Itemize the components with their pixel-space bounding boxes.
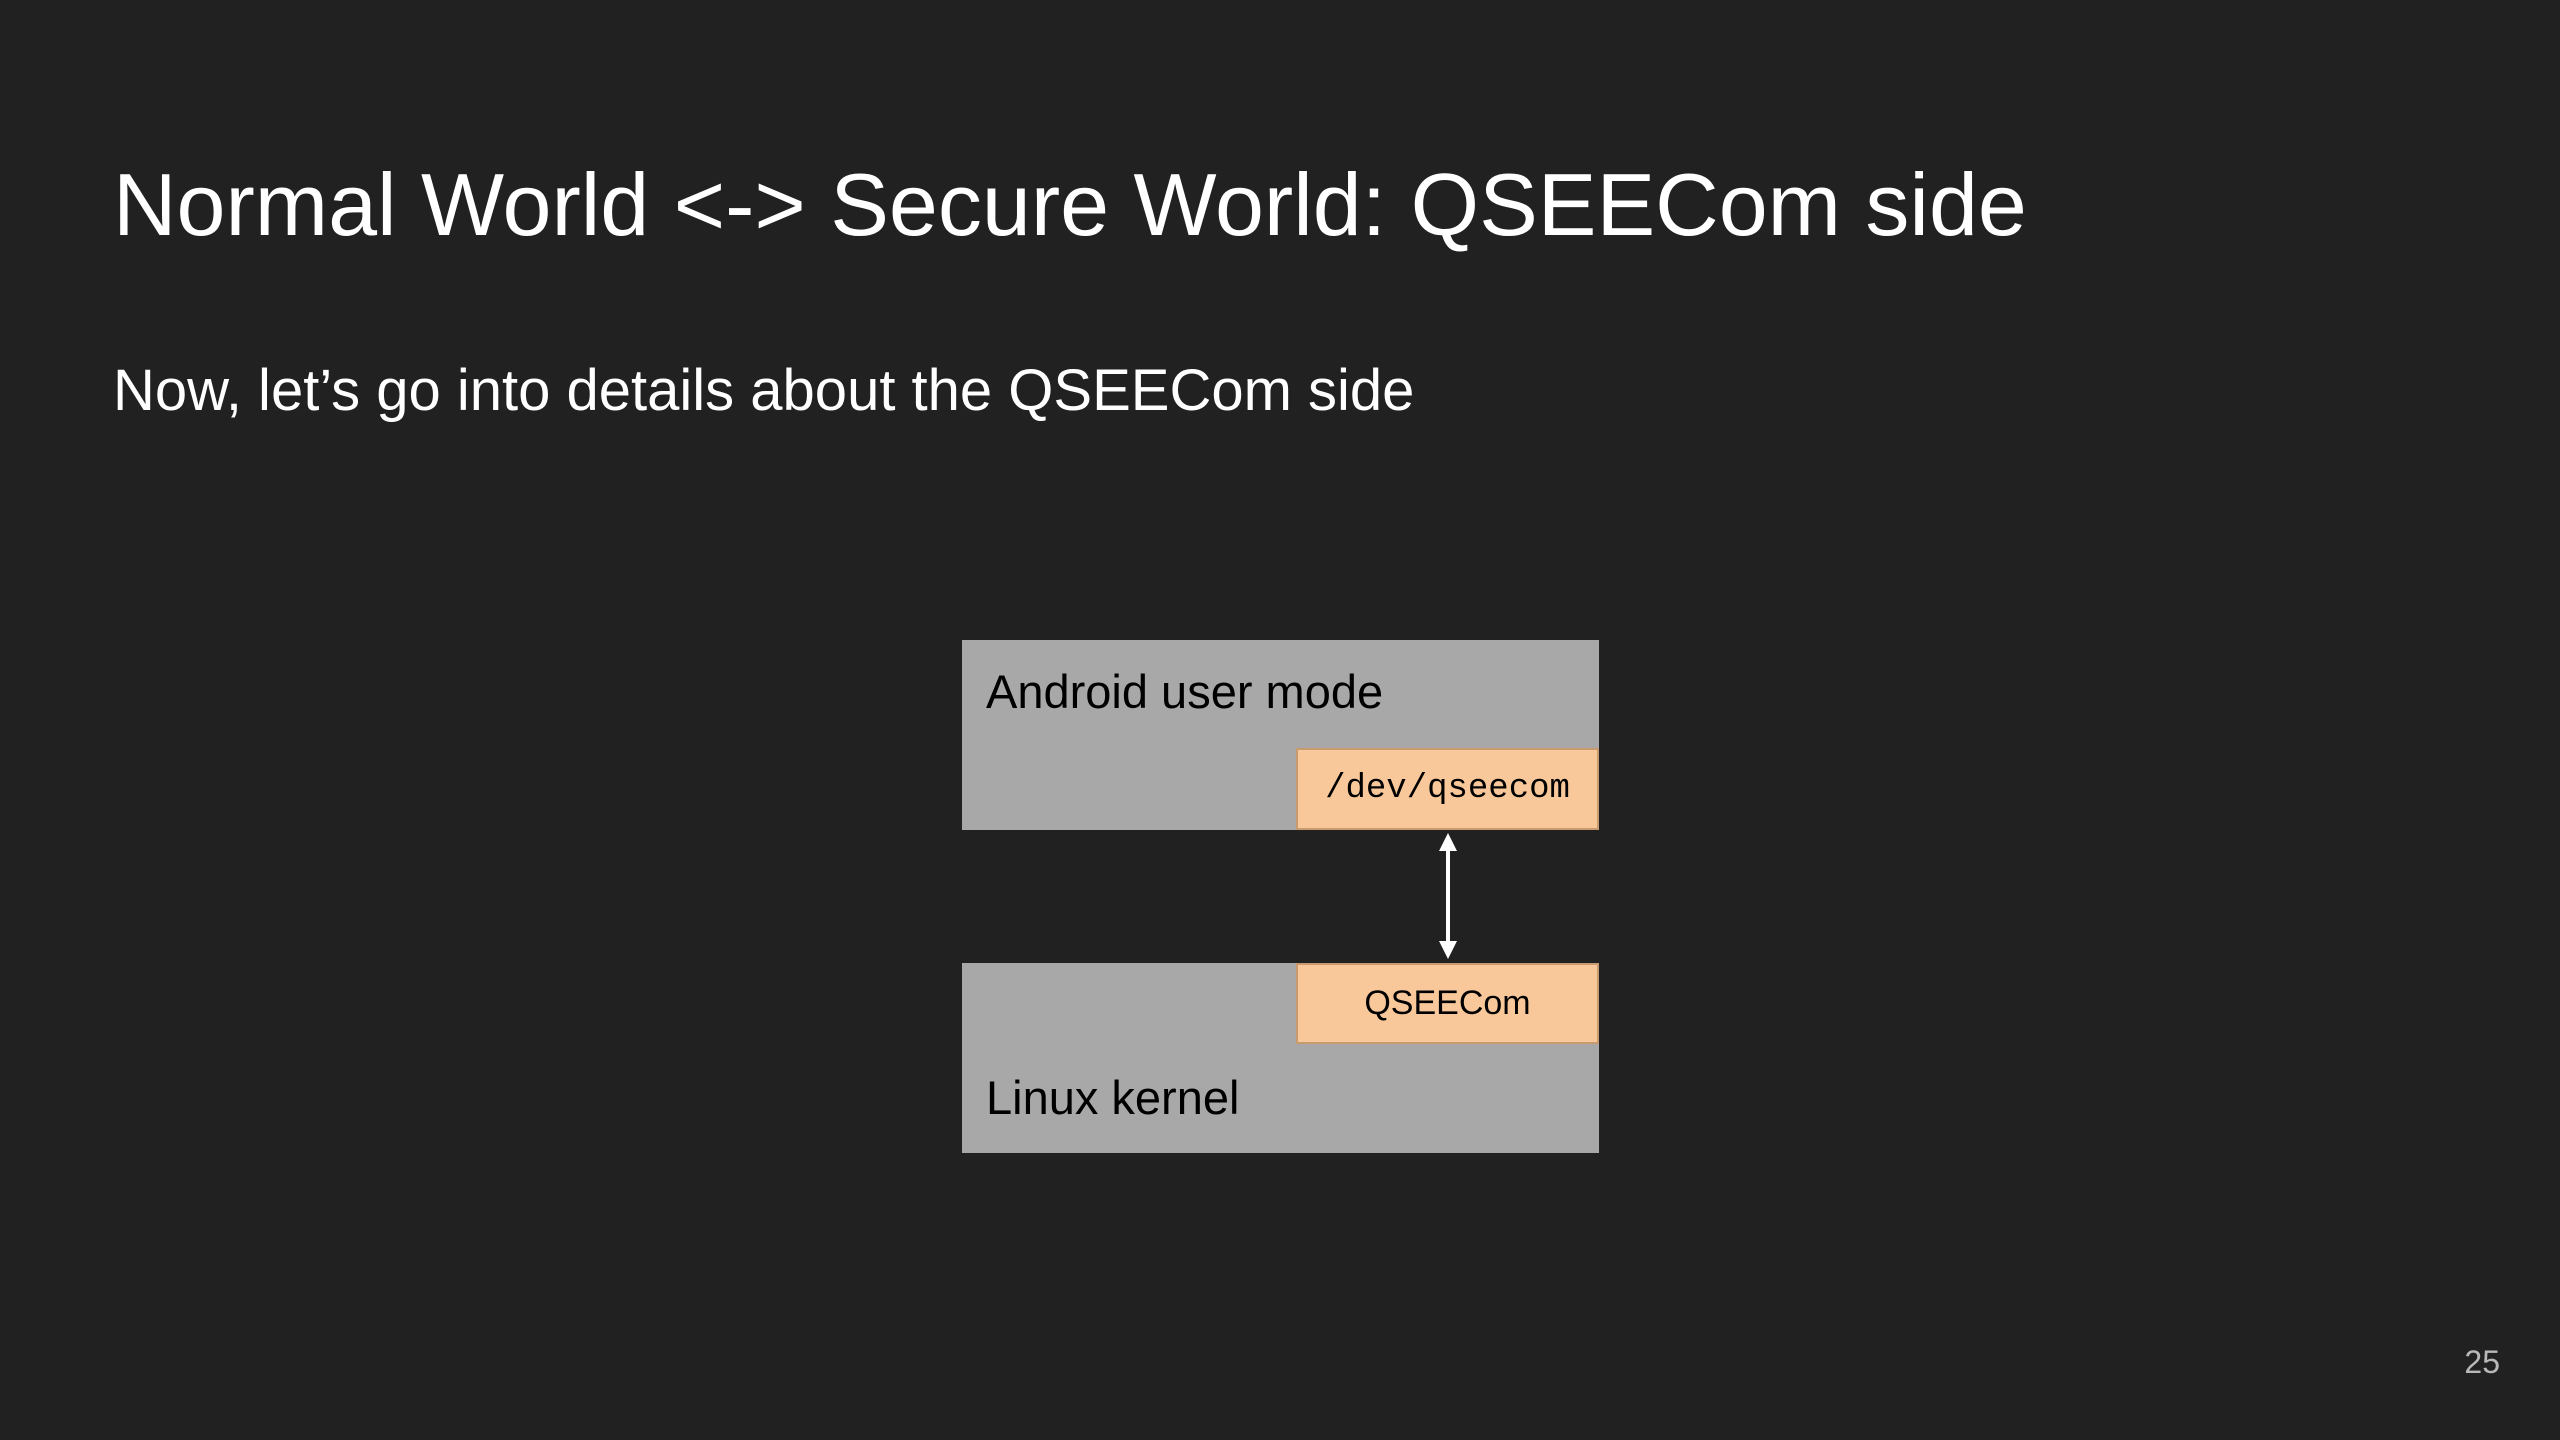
page-number: 25 [2464,1344,2500,1380]
android-user-mode-box: Android user mode [962,640,1599,830]
android-user-mode-label: Android user mode [986,665,1384,718]
slide-title: Normal World <-> Secure World: QSEECom s… [113,155,2027,254]
slide-subtitle: Now, let’s go into details about the QSE… [113,358,1415,423]
bidirectional-arrow-icon [1439,833,1457,959]
dev-qseecom-node: /dev/qseecom [1296,748,1599,830]
qseecom-driver-node: QSEECom [1296,963,1599,1044]
linux-kernel-label: Linux kernel [986,1071,1240,1124]
